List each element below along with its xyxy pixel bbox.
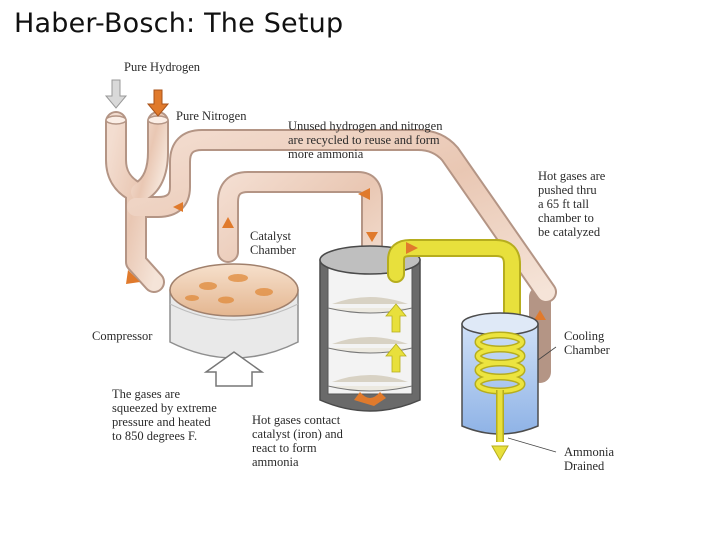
- label-hot-gases-pushed-line-1: Hot gases are: [538, 169, 606, 183]
- label-cooling-chamber: Cooling Chamber: [564, 329, 611, 357]
- label-hot-gases-contact-line-4: ammonia: [252, 455, 299, 469]
- label-hot-gases-pushed-line-3: a 65 ft tall: [538, 197, 590, 211]
- label-hot-gases-contact-line-2: catalyst (iron) and: [252, 427, 344, 441]
- label-ammonia-drained-line-1: Ammonia: [564, 445, 614, 459]
- label-gases-squeezed: The gases are squeezed by extreme pressu…: [112, 387, 220, 443]
- label-catalyst-chamber-line-1: Catalyst: [250, 229, 291, 243]
- label-hot-gases-pushed-line-2: pushed thru: [538, 183, 597, 197]
- label-pure-nitrogen: Pure Nitrogen: [176, 109, 247, 123]
- label-hot-gases-contact-line-3: react to form: [252, 441, 317, 455]
- label-recycled-line-2: are recycled to reuse and form: [288, 133, 440, 147]
- label-gases-squeezed-line-2: squeezed by extreme: [112, 401, 217, 415]
- label-catalyst-chamber-line-2: Chamber: [250, 243, 297, 257]
- flow-arrows: [126, 188, 546, 320]
- label-hot-gases-contact: Hot gases contact catalyst (iron) and re…: [252, 413, 346, 469]
- label-recycled: Unused hydrogen and nitrogen are recycle…: [288, 119, 446, 161]
- label-gases-squeezed-line-1: The gases are: [112, 387, 180, 401]
- label-hot-gases-pushed: Hot gases are pushed thru a 65 ft tall c…: [538, 169, 608, 239]
- diagram-labels: Pure Hydrogen Pure Nitrogen Unused hydro…: [92, 60, 617, 473]
- label-ammonia-drained: Ammonia Drained: [564, 445, 617, 473]
- label-gases-squeezed-line-4: to 850 degrees F.: [112, 429, 197, 443]
- gas-pipes: [105, 111, 557, 383]
- compressor: [169, 263, 299, 387]
- slide-title: Haber-Bosch: The Setup: [14, 8, 344, 39]
- haber-bosch-diagram: Pure Hydrogen Pure Nitrogen Unused hydro…: [88, 42, 640, 482]
- label-hot-gases-pushed-line-5: be catalyzed: [538, 225, 601, 239]
- label-recycled-line-3: more ammonia: [288, 147, 364, 161]
- label-pure-hydrogen: Pure Hydrogen: [124, 60, 201, 74]
- label-recycled-line-1: Unused hydrogen and nitrogen: [288, 119, 443, 133]
- label-hot-gases-pushed-line-4: chamber to: [538, 211, 594, 225]
- label-ammonia-drained-line-2: Drained: [564, 459, 605, 473]
- feed-arrows: [104, 79, 170, 117]
- label-gases-squeezed-line-3: pressure and heated: [112, 415, 211, 429]
- cooling-chamber: [461, 312, 539, 462]
- ammonia-pipe: [387, 239, 521, 343]
- label-catalyst-chamber: Catalyst Chamber: [250, 229, 297, 257]
- label-cooling-chamber-line-2: Chamber: [564, 343, 611, 357]
- label-compressor: Compressor: [92, 329, 153, 343]
- label-cooling-chamber-line-1: Cooling: [564, 329, 605, 343]
- leader-lines: [507, 346, 557, 453]
- label-hot-gases-contact-line-1: Hot gases contact: [252, 413, 341, 427]
- catalyst-chamber: [319, 245, 421, 412]
- diagram-svg: Pure Hydrogen Pure Nitrogen Unused hydro…: [92, 60, 617, 473]
